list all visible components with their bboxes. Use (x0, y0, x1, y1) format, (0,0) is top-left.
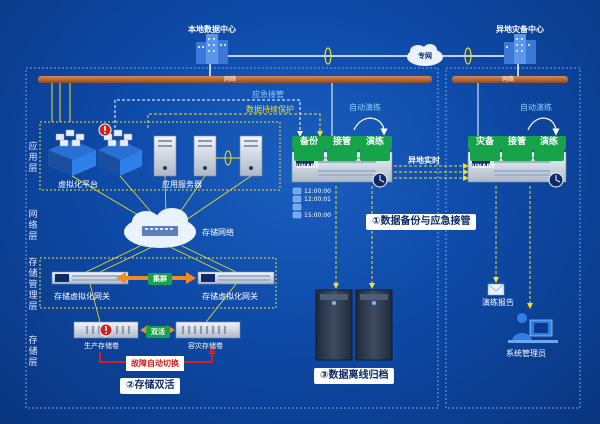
local-tab-drill: 演练 (360, 137, 390, 161)
snapshot-time-2: 12:00:01 (304, 196, 331, 203)
layer-label-app: 应用层 (28, 142, 38, 174)
envelope-icon (487, 283, 505, 296)
cluster-badge: 集群 (148, 273, 172, 285)
building-icon-local (196, 34, 228, 64)
failover-badge: 故障自动切换 (126, 356, 184, 371)
app-server-icon (153, 135, 263, 177)
snapshot-disk-icon (292, 187, 302, 219)
layer-label-network: 网络层 (28, 210, 38, 242)
building-icon-remote (504, 34, 536, 64)
auto-drill-right-label: 自动演练 (520, 103, 552, 112)
emergency-takeover-label: 应急接管 (252, 90, 284, 99)
drill-report-label: 演练报告 (482, 298, 514, 307)
snapshot-time-3: 15:00:00 (304, 212, 331, 219)
alert-icon-storage (99, 323, 113, 337)
network-bar-left (38, 76, 432, 83)
remote-realtime-label: 异地实时 (408, 156, 440, 165)
auto-drill-left-label: 自动演练 (349, 103, 381, 112)
app-layer-box (39, 121, 281, 191)
local-center-label: 本地数据中心 (188, 25, 236, 34)
dr-volume-icon (175, 321, 241, 339)
production-volume-label: 生产存储卷 (84, 342, 119, 350)
app-servers-label: 应用服务器 (162, 180, 202, 189)
storage-mgmt-box (39, 257, 277, 309)
local-tab-backup: 备份 (294, 137, 324, 161)
layer-label-storage-mgmt: 存储管理层 (28, 258, 38, 312)
virtualization-platform-icon (48, 129, 142, 176)
wan-cloud-icon (407, 44, 443, 66)
dr-volume-label: 容灾存储卷 (188, 342, 223, 350)
network-bar-label-left: 网络 (223, 76, 237, 83)
remote-region (445, 67, 581, 409)
remote-brand: UNARY (472, 163, 496, 170)
remote-tab-dr: 灾备 (470, 137, 500, 161)
alert-icon (98, 123, 112, 137)
layer-label-storage: 存储层 (28, 336, 38, 368)
network-bar-right (452, 76, 568, 83)
cluster-arrow (116, 272, 196, 284)
remote-tab-takeover: 接管 (502, 137, 532, 161)
callout-offline-archive: ③数据离线归档 (314, 368, 395, 384)
admin-icon (508, 313, 558, 343)
local-region (25, 67, 439, 409)
virtualization-platform-label: 虚拟化平台 (58, 180, 98, 189)
remote-tab-drill: 演练 (534, 137, 564, 161)
storage-gateway-right-icon (197, 271, 275, 285)
wan-label: 专网 (418, 52, 432, 60)
callout-dual-active: ②存储双活 (120, 378, 181, 394)
network-bar-label-right: 网络 (501, 76, 515, 83)
local-brand: UNARY (296, 163, 320, 170)
storage-gateway-right-label: 存储虚拟化网关 (202, 292, 258, 301)
remote-center-label: 异地灾备中心 (496, 25, 544, 34)
storage-network-label: 存储网络 (202, 228, 234, 237)
dual-active-badge: 双活 (146, 326, 170, 338)
storage-network-cloud-icon (124, 208, 196, 248)
archive-rack-icon (315, 289, 393, 361)
snapshot-time-1: 12:00:00 (304, 188, 331, 195)
local-tab-takeover: 接管 (327, 137, 357, 161)
sys-admin-label: 系统管理员 (506, 349, 546, 358)
callout-backup-takeover: ①数据备份与应急接管 (366, 214, 477, 230)
data-protection-label: 数据持续保护 (246, 105, 294, 114)
storage-gateway-left-label: 存储虚拟化网关 (54, 292, 110, 301)
